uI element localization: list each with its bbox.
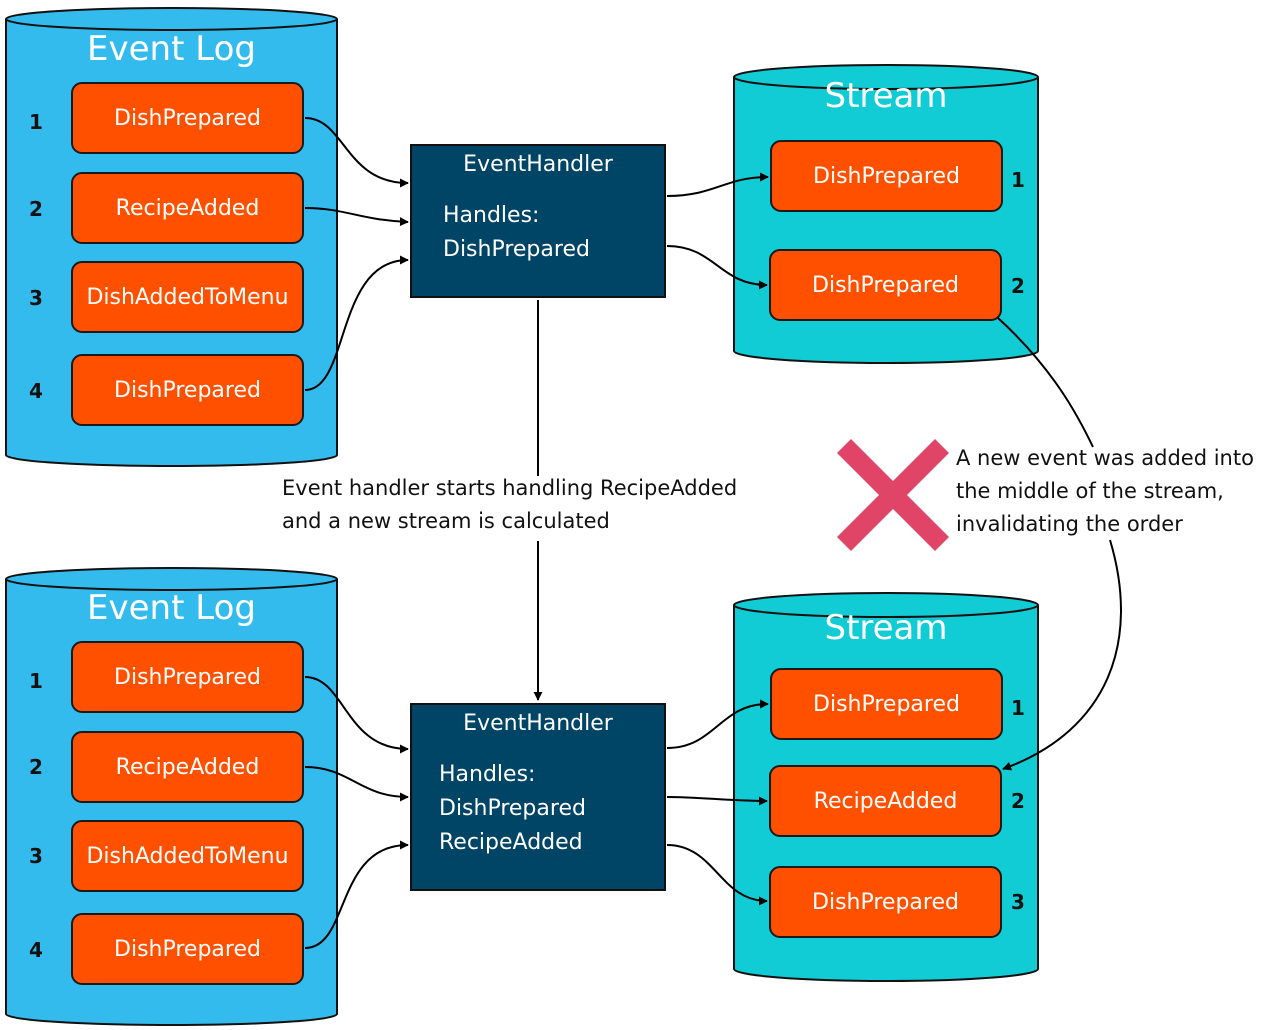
event-handler-top: EventHandler Handles: DishPrepared [410, 144, 666, 298]
event-box: DishAddedToMenu [71, 820, 304, 892]
arrow-connector [304, 676, 409, 754]
arrow-connector [666, 796, 768, 806]
handler-title: EventHandler [463, 152, 613, 177]
transition-note: Event handler starts handling RecipeAdde… [282, 472, 737, 538]
arrow-connector [304, 207, 409, 227]
arrow-connector [666, 172, 769, 197]
event-box: DishPrepared [770, 140, 1003, 212]
event-box: RecipeAdded [71, 172, 304, 244]
arrow-connector [304, 840, 409, 949]
event-box: DishPrepared [71, 354, 304, 426]
event-number: 4 [29, 938, 43, 962]
invalid-order-note: A new event was added into the middle of… [956, 442, 1254, 541]
event-number: 1 [29, 669, 43, 693]
event-number: 1 [1011, 168, 1025, 192]
event-box: DishAddedToMenu [71, 261, 304, 333]
stream-title: Stream [824, 608, 948, 648]
event-number: 2 [1011, 789, 1025, 813]
stream-title: Stream [824, 76, 948, 116]
handler-line: RecipeAdded [439, 830, 583, 855]
event-box: DishPrepared [769, 249, 1002, 321]
note-line: invalidating the order [956, 512, 1183, 536]
handler-line: Handles: [439, 762, 536, 787]
event-box: DishPrepared [71, 641, 304, 713]
arrow-connector [666, 844, 768, 906]
event-log-title: Event Log [87, 29, 256, 69]
event-number: 3 [29, 844, 43, 868]
event-box: RecipeAdded [769, 765, 1002, 837]
event-number: 1 [1011, 696, 1025, 720]
event-handler-bottom: EventHandler Handles: DishPrepared Recip… [410, 703, 666, 891]
event-log-title: Event Log [87, 588, 256, 628]
arrow-connector [304, 255, 409, 391]
arrow-connector [304, 117, 409, 188]
event-number: 3 [1011, 890, 1025, 914]
note-line: Event handler starts handling RecipeAdde… [282, 476, 738, 500]
arrow-connector [997, 317, 1094, 448]
event-number: 4 [29, 379, 43, 403]
arrow-connector [304, 766, 409, 802]
event-box: DishPrepared [769, 866, 1002, 938]
note-line: A new event was added into [956, 446, 1254, 470]
handler-line: DishPrepared [439, 796, 586, 821]
handler-line: Handles: [443, 203, 540, 228]
event-number: 2 [1011, 274, 1025, 298]
handler-line: DishPrepared [443, 237, 590, 262]
note-line: and a new stream is calculated [282, 509, 610, 533]
event-box: RecipeAdded [71, 731, 304, 803]
handler-title: EventHandler [463, 711, 613, 736]
arrow-connector [1002, 539, 1122, 771]
event-box: DishPrepared [770, 668, 1003, 740]
note-line: the middle of the stream, [956, 479, 1224, 503]
event-box: DishPrepared [71, 913, 304, 985]
event-number: 1 [29, 110, 43, 134]
arrow-connector [666, 245, 768, 290]
event-box: DishPrepared [71, 82, 304, 154]
arrow-connector [666, 699, 769, 749]
cross-icon [837, 439, 949, 551]
event-number: 2 [29, 197, 43, 221]
event-number: 3 [29, 286, 43, 310]
event-number: 2 [29, 755, 43, 779]
